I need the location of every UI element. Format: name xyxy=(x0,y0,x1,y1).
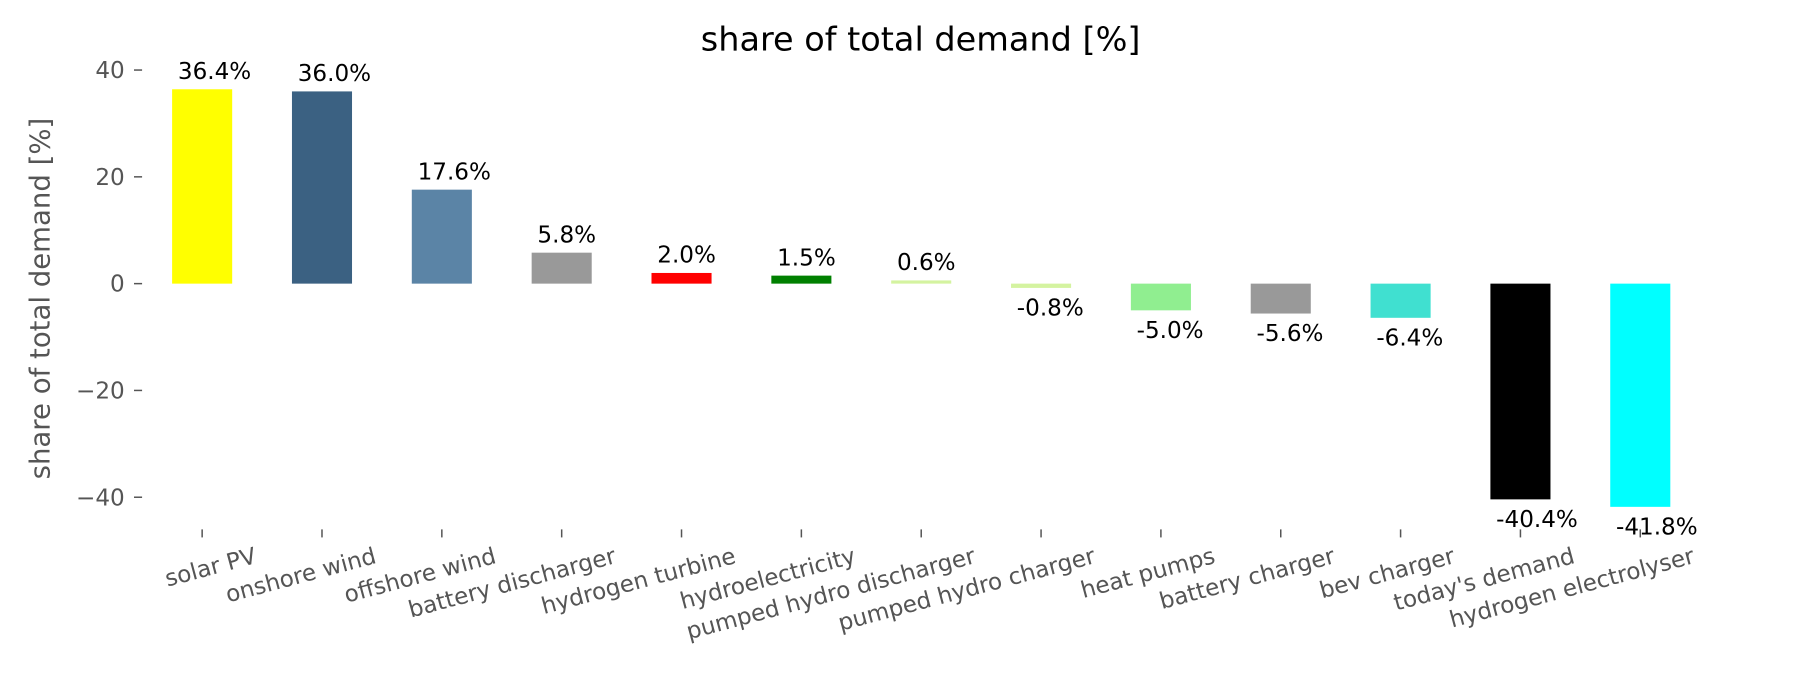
bar xyxy=(1370,283,1431,318)
y-tick-label: −20 xyxy=(76,379,125,405)
data-label: 2.0% xyxy=(657,243,716,269)
bar xyxy=(172,89,233,284)
bar xyxy=(1011,283,1072,288)
y-tick-label: 40 xyxy=(95,58,124,84)
data-label: 1.5% xyxy=(777,245,836,271)
data-label: -5.6% xyxy=(1256,321,1323,347)
bar xyxy=(1490,283,1551,500)
y-tick-label: 0 xyxy=(110,272,125,298)
bar xyxy=(651,272,712,284)
y-axis: 40 20 0 −20 −40 xyxy=(76,58,143,511)
bar xyxy=(1610,283,1671,507)
data-label: -40.4% xyxy=(1496,507,1578,533)
bar xyxy=(1250,283,1311,314)
bar xyxy=(291,91,353,284)
y-tick-label: 20 xyxy=(95,165,124,191)
data-label: 36.4% xyxy=(178,59,251,85)
bar xyxy=(1130,283,1191,311)
y-axis-label: share of total demand [%] xyxy=(24,118,57,480)
bar xyxy=(891,280,952,284)
data-label: 5.8% xyxy=(537,222,596,248)
bars: 36.4% 36.0% 17.6% 5.8% 2.0% 1.5% 0.6% -0.8% -5.0… xyxy=(172,59,1698,540)
bar xyxy=(531,252,592,284)
y-tick-label: −40 xyxy=(76,485,125,511)
bar xyxy=(771,275,832,284)
bar xyxy=(411,189,472,284)
data-label: 0.6% xyxy=(897,250,956,276)
data-label: -5.0% xyxy=(1137,318,1204,344)
data-label: 17.6% xyxy=(418,159,491,185)
data-label: 36.0% xyxy=(298,61,371,87)
chart-title: share of total demand [%] xyxy=(701,20,1141,59)
data-label: -6.4% xyxy=(1376,325,1443,351)
data-label: -41.8% xyxy=(1616,514,1698,540)
data-label: -0.8% xyxy=(1017,296,1084,322)
